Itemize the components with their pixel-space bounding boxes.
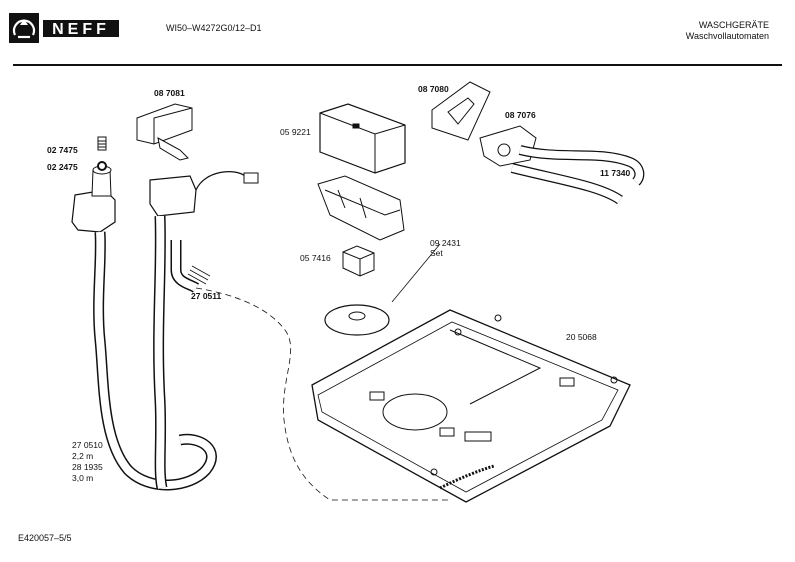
mounting-plate-part [431, 81, 491, 141]
label-087080: 08 7080 [418, 84, 449, 94]
category-block: WASCHGERÄTE Waschvollautomaten [686, 20, 769, 42]
label-set: Set [430, 248, 443, 258]
model-number: WI50–W4272G0/12–D1 [166, 23, 262, 33]
label-022475: 02 2475 [47, 162, 78, 172]
label-059221: 05 9221 [280, 127, 311, 137]
label-270510: 27 0510 [72, 440, 103, 450]
knob-disk-part [324, 304, 390, 336]
screw-part [97, 136, 107, 151]
base-plate-part [311, 309, 631, 503]
connecting-hose-part [510, 145, 645, 205]
inlet-hose-left [71, 165, 217, 491]
label-117340: 11 7340 [600, 168, 631, 178]
hose-clamp-part [136, 103, 193, 161]
label-057416: 05 7416 [300, 253, 331, 263]
label-length-30: 3,0 m [72, 473, 94, 483]
hose-route-dashed-line [195, 287, 450, 501]
category-subtitle: Waschvollautomaten [685, 31, 769, 41]
document-code: E420057–5/5 [18, 533, 72, 543]
label-205068: 20 5068 [566, 332, 597, 342]
header-divider [13, 64, 782, 66]
switch-bracket-part [317, 175, 405, 241]
label-027475: 02 7475 [47, 145, 78, 155]
label-length-22: 2,2 m [72, 451, 94, 461]
drain-hose-assembly [149, 171, 259, 490]
inlet-valve-part [479, 125, 537, 167]
category-title: WASCHGERÄTE [698, 20, 769, 30]
switch-part [342, 245, 375, 277]
neff-logo: NEFF [9, 13, 119, 43]
label-281935: 28 1935 [72, 462, 103, 472]
set-leader-line [391, 243, 441, 303]
label-087076: 08 7076 [505, 110, 536, 120]
seal-ring-part [97, 161, 107, 171]
label-092431: 09 2431 [430, 238, 461, 248]
label-087081: 08 7081 [154, 88, 185, 98]
knob-cover-part [319, 103, 406, 174]
brand-text: NEFF [52, 21, 110, 38]
label-270511: 27 0511 [191, 291, 222, 301]
